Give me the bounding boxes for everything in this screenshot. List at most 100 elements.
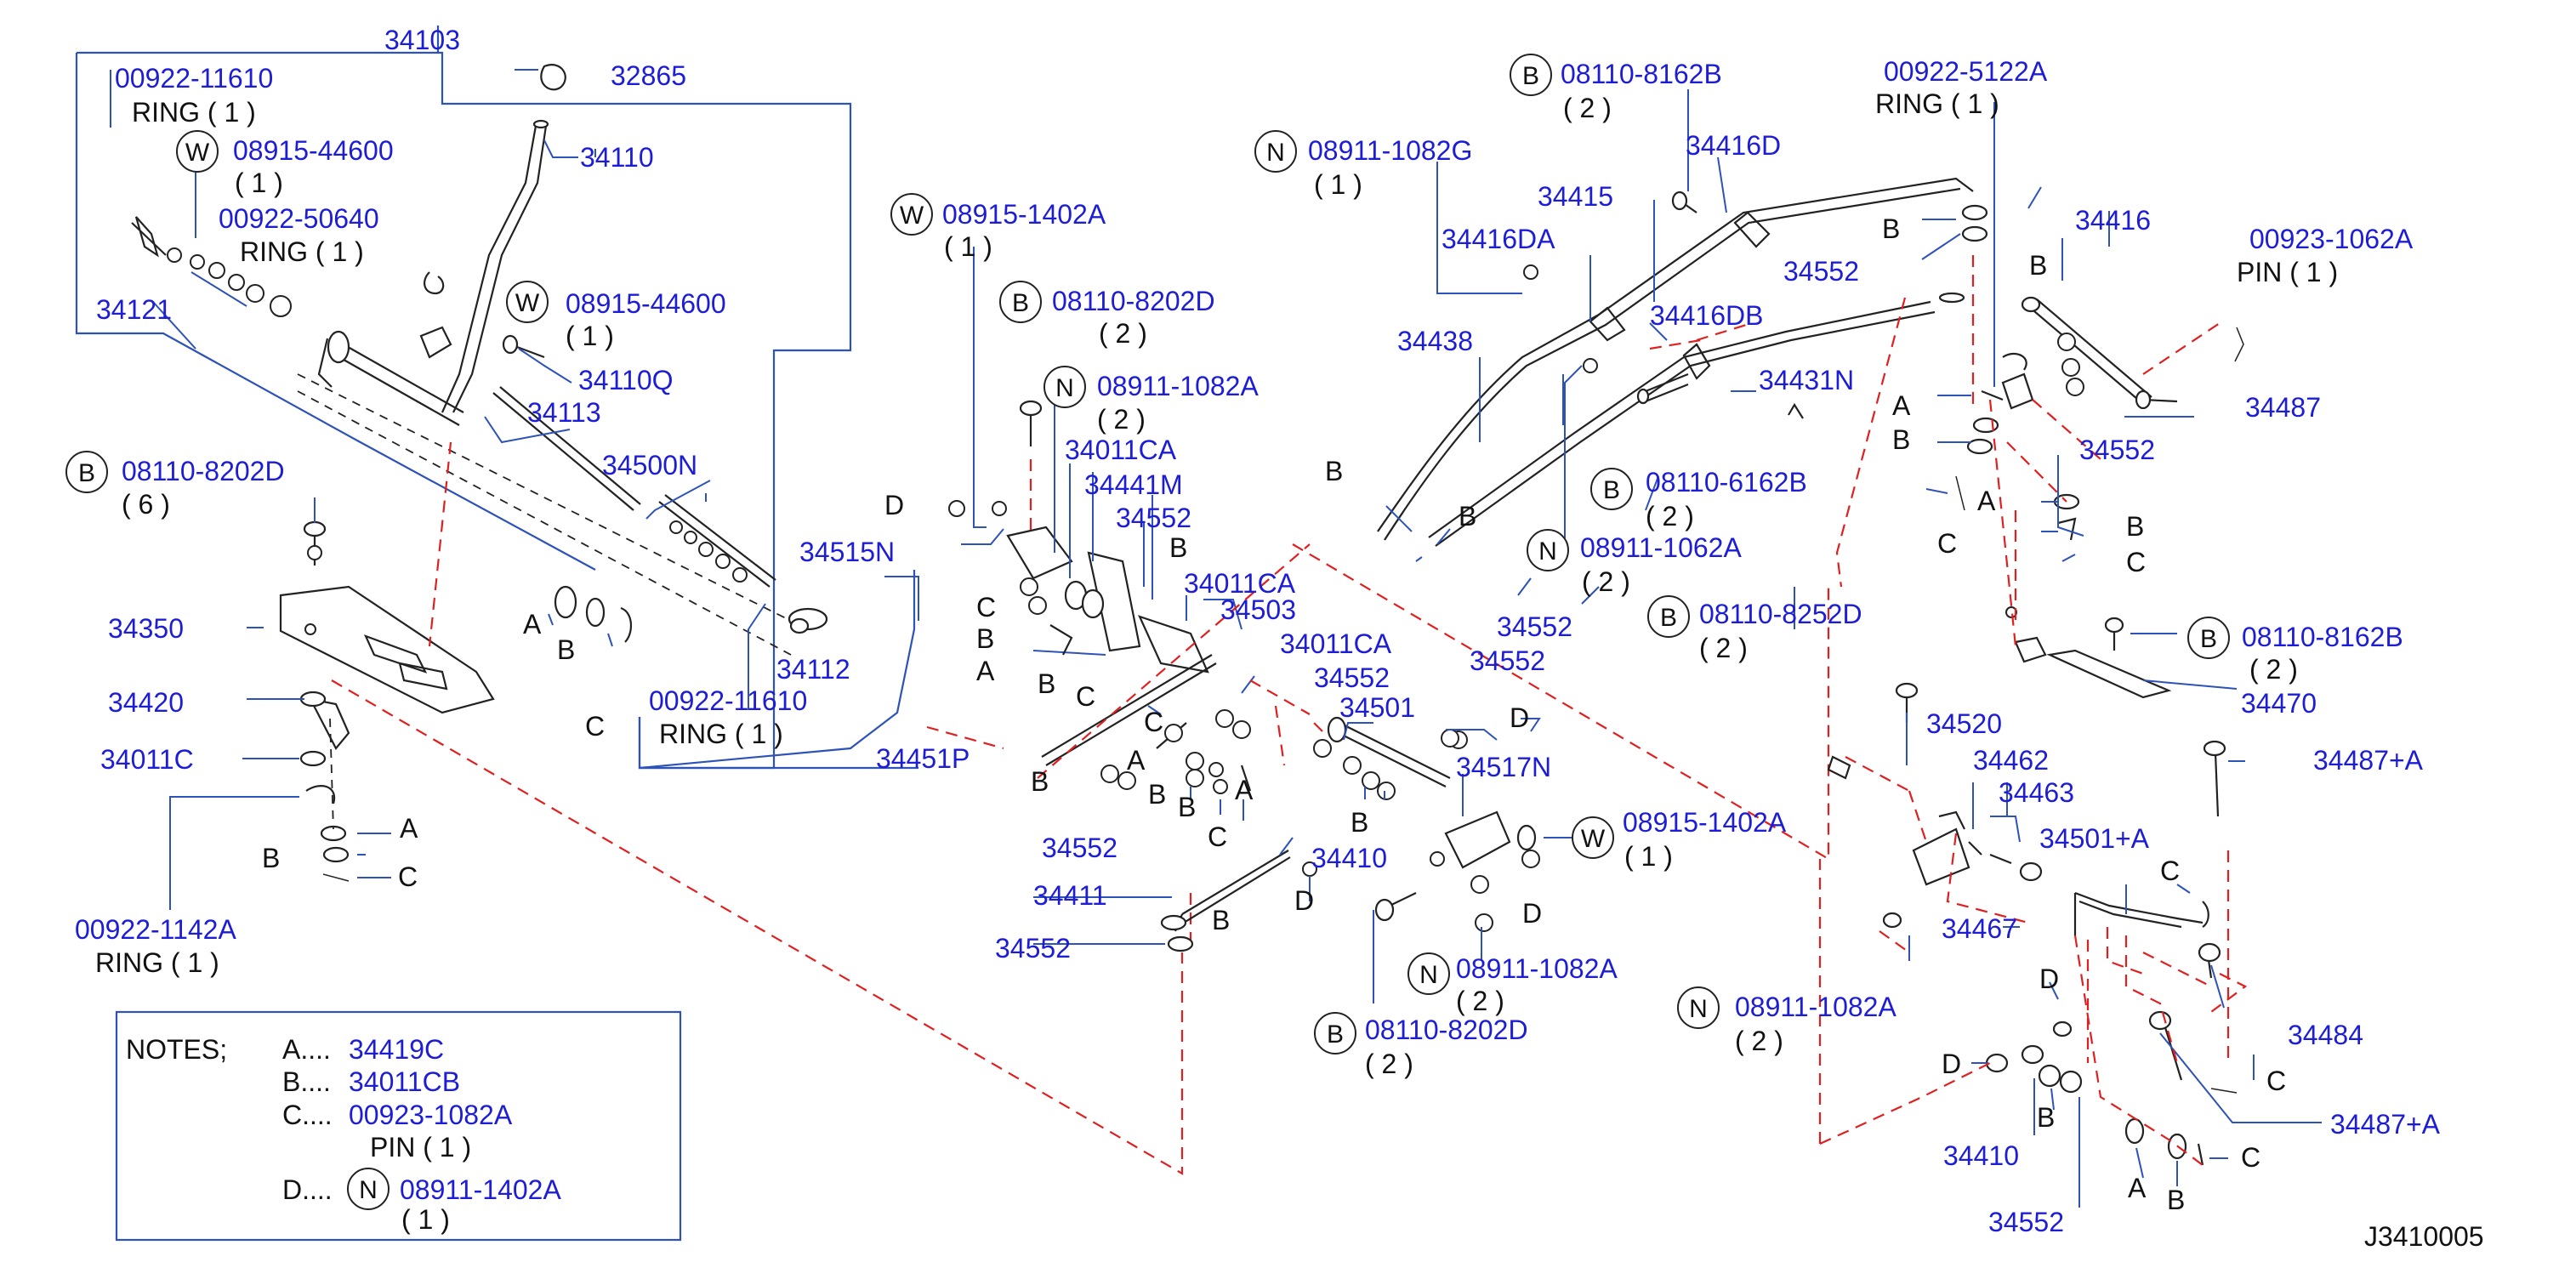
n-symbol: N <box>1055 374 1074 402</box>
qty-label: RING ( 1 ) <box>240 236 364 267</box>
part-label-34113: 34113 <box>527 397 601 428</box>
part-label-34500n: 34500N <box>602 450 697 480</box>
part-label-34431n: 34431N <box>1759 365 1854 395</box>
part-label-34552: 34552 <box>1783 256 1859 287</box>
ref-b: B <box>1178 792 1196 822</box>
part-label-00922-1142a: 00922-1142A <box>75 914 236 945</box>
part-label-08915-1402a: 08915-1402A <box>942 199 1106 230</box>
ref-b: B <box>1882 213 1900 244</box>
qty-label: ( 2 ) <box>1365 1049 1413 1079</box>
part-label-34411: 34411 <box>1033 880 1107 911</box>
b-symbol: B <box>1660 604 1677 632</box>
qty-label: ( 2 ) <box>1099 318 1147 349</box>
part-label-34416: 34416 <box>2075 205 2151 236</box>
part-label-34011ca: 34011CA <box>1280 628 1392 659</box>
part-label-08110-8202d: 08110-8202D <box>1052 286 1215 316</box>
w-symbol-circle <box>506 281 549 323</box>
notes-sub-c: PIN ( 1 ) <box>370 1132 471 1163</box>
part-label-08911-1082a: 08911-1082A <box>1735 992 1896 1022</box>
part-label-34552: 34552 <box>1042 833 1117 863</box>
reference-letters: A B C A B C D C B A B C B C A B B B A C … <box>262 213 2286 1215</box>
notes-title: NOTES; <box>126 1034 227 1065</box>
n-symbol-circle <box>1043 366 1086 408</box>
part-label-34487-plus-a: 34487+A <box>2330 1109 2441 1140</box>
part-label-08915-1402a: 08915-1402A <box>1623 807 1787 838</box>
center-assembly-drawing <box>948 400 1540 952</box>
ref-a: A <box>1235 775 1254 805</box>
part-label-34484: 34484 <box>2288 1020 2363 1050</box>
b-symbol-circle <box>2187 617 2230 659</box>
w-symbol: W <box>900 202 924 230</box>
ref-c: C <box>1144 707 1163 737</box>
b-symbol: B <box>78 459 95 487</box>
ref-b: B <box>1351 807 1368 838</box>
part-label-08911-1082a: 08911-1082A <box>1097 371 1259 401</box>
part-label-34463: 34463 <box>1999 777 2074 808</box>
center-leaders <box>961 247 1580 1003</box>
qty-label: RING ( 1 ) <box>1875 88 1999 119</box>
ref-b: B <box>1038 668 1055 699</box>
b-symbol-circle <box>1314 1012 1356 1055</box>
part-label-34121: 34121 <box>96 294 172 325</box>
part-label-34441m: 34441M <box>1084 469 1183 500</box>
part-label-34416da: 34416DA <box>1442 224 1555 254</box>
part-label-34103: 34103 <box>384 25 460 55</box>
w-symbol-circle <box>176 130 219 173</box>
b-symbol-circle <box>1590 468 1633 510</box>
part-label-34467: 34467 <box>1942 913 2017 944</box>
part-label-34451p: 34451P <box>876 743 970 774</box>
part-label-34487: 34487 <box>2245 392 2321 423</box>
notes-key-a: A.... <box>282 1034 331 1065</box>
ref-a: A <box>1892 390 1911 421</box>
ref-c: C <box>1076 681 1095 712</box>
part-label-00922-11610: 00922-11610 <box>649 685 807 716</box>
center-dashed-links <box>1029 459 1830 861</box>
ref-b: B <box>1892 424 1910 455</box>
w-symbol-circle <box>890 193 933 236</box>
part-label-08110-8162b: 08110-8162B <box>2242 622 2403 652</box>
qty-label: ( 1 ) <box>235 168 283 198</box>
part-label-34552: 34552 <box>1116 503 1191 533</box>
ref-c: C <box>1208 821 1227 852</box>
ref-b: B <box>557 634 575 665</box>
part-label-08915-44600: 08915-44600 <box>233 135 394 166</box>
ref-c: C <box>398 861 418 892</box>
n-symbol: N <box>1538 537 1557 566</box>
n-symbol-circle <box>347 1168 390 1210</box>
b-symbol: B <box>1012 289 1029 317</box>
b-symbol-circle <box>1647 595 1690 638</box>
part-label-34501: 34501 <box>1339 692 1415 723</box>
part-label-08110-6162b: 08110-6162B <box>1646 467 1807 497</box>
w-symbol: W <box>515 289 540 317</box>
part-label-34462: 34462 <box>1973 745 2049 776</box>
part-label-08911-1082g: 08911-1082G <box>1308 135 1472 166</box>
ref-b: B <box>2037 1102 2055 1133</box>
n-symbol: N <box>1689 995 1708 1023</box>
lower-right-dashed-links <box>1818 756 2248 1166</box>
part-label-34011ca: 34011CA <box>1065 435 1177 465</box>
part-label-32865: 32865 <box>611 60 686 91</box>
n-symbol-circle <box>1254 130 1297 173</box>
qty-label: RING ( 1 ) <box>659 719 783 749</box>
b-symbol-circle <box>999 281 1042 323</box>
ref-d: D <box>2039 964 2059 994</box>
ref-c: C <box>2241 1142 2260 1173</box>
part-label-34415: 34415 <box>1538 181 1613 212</box>
ref-b: B <box>1212 905 1230 935</box>
qty-label: ( 2 ) <box>1456 986 1504 1016</box>
upper-right-cables-drawing <box>1377 177 2244 699</box>
part-label-08911-1082a: 08911-1082A <box>1456 953 1618 984</box>
n-symbol: N <box>1419 961 1438 989</box>
part-label-34410: 34410 <box>1311 843 1387 873</box>
part-label-34552: 34552 <box>1497 611 1572 642</box>
part-label-34410: 34410 <box>1943 1140 2019 1171</box>
ref-d: D <box>1510 702 1529 733</box>
notes-value-c: 00923-1082A <box>349 1100 513 1130</box>
part-label-34011ca: 34011CA <box>1184 568 1296 599</box>
qty-label: ( 1 ) <box>944 231 992 262</box>
ref-a: A <box>1127 745 1146 776</box>
notes-key-b: B.... <box>282 1066 331 1097</box>
b-symbol: B <box>2200 625 2217 653</box>
part-label-34112: 34112 <box>776 654 850 685</box>
n-symbol: N <box>359 1176 378 1204</box>
